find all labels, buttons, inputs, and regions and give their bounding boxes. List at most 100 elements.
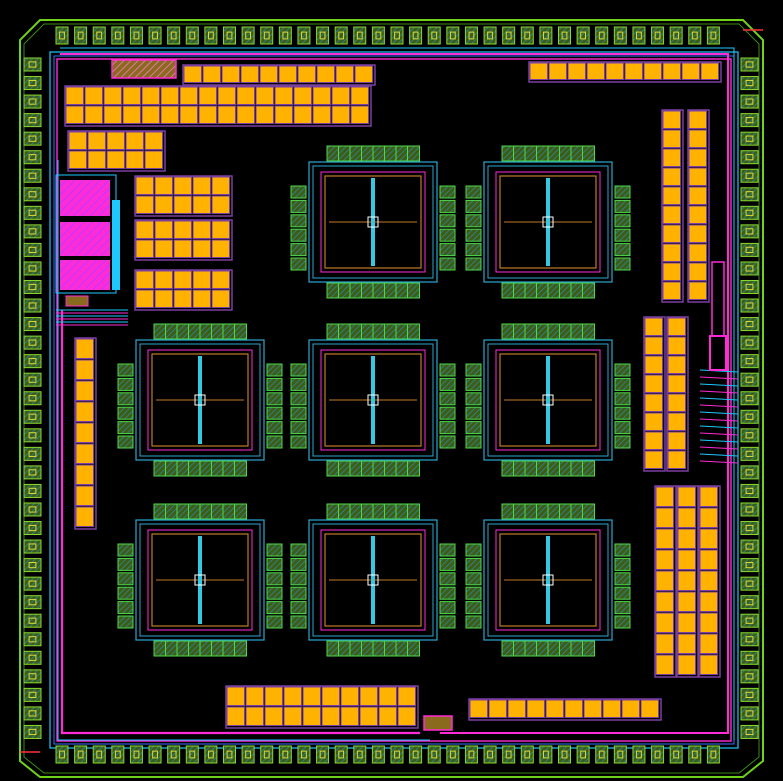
cell-port-bottom — [407, 460, 420, 477]
cell-port-right — [266, 406, 283, 420]
io-pad-body — [111, 745, 125, 764]
cell-port-right — [439, 557, 456, 571]
cell-port-left — [465, 572, 482, 586]
io-pad — [688, 745, 702, 764]
right-vertical-column-e — [654, 485, 677, 678]
io-pad — [740, 94, 759, 109]
metal-blocks — [64, 61, 722, 729]
misc-structures — [20, 29, 763, 753]
io-pad-body — [740, 650, 759, 665]
io-pad — [23, 428, 42, 443]
io-pad — [23, 94, 42, 109]
cell-port-bottom — [165, 460, 178, 477]
io-pad-core — [28, 691, 37, 698]
io-pad-body — [740, 576, 759, 591]
cell-port-top — [338, 323, 351, 340]
io-pad-body — [23, 650, 42, 665]
io-pad-body — [23, 76, 42, 91]
cell-port-right — [614, 406, 631, 420]
io-pad — [334, 26, 348, 45]
metal-block — [245, 686, 264, 706]
io-pad — [740, 205, 759, 220]
io-pad-body — [297, 26, 311, 45]
cell-port-top — [524, 503, 538, 520]
io-pad — [740, 465, 759, 480]
cell-port-bottom — [501, 640, 515, 657]
metal-block — [192, 289, 211, 308]
io-pad — [23, 613, 42, 628]
cell-port-bottom — [513, 282, 526, 299]
cell-port-top — [361, 145, 374, 162]
io-pad-body — [223, 26, 236, 45]
cell-port-top — [407, 503, 420, 520]
cell-center-via — [367, 574, 379, 586]
cell-ring-inner — [487, 165, 609, 279]
cell-port-top — [188, 323, 201, 340]
io-pad-core — [28, 283, 37, 291]
cell-port-right — [266, 377, 283, 391]
metal-block — [340, 706, 359, 726]
metal-block — [667, 317, 686, 336]
cell-port-bottom — [570, 460, 584, 477]
cell-center-via — [194, 394, 206, 406]
io-pad-body — [23, 113, 42, 128]
cell-ring-inner — [139, 343, 261, 457]
cell-port-left — [117, 586, 134, 600]
metal-block — [192, 176, 211, 195]
io-pad-core — [245, 31, 252, 40]
metal-block — [125, 131, 144, 150]
io-pad-body — [651, 26, 665, 45]
io-pad-body — [241, 745, 255, 764]
io-pad — [595, 26, 609, 45]
metal-block — [621, 699, 640, 718]
io-pad — [740, 131, 759, 146]
io-pad — [129, 26, 143, 45]
bottom-block-group — [225, 685, 419, 729]
io-pad — [740, 576, 759, 591]
metal-block — [179, 86, 198, 105]
io-pad-core — [114, 31, 121, 40]
metal-block — [154, 289, 173, 308]
cell-port-top — [188, 503, 201, 520]
io-pad-body — [706, 745, 720, 764]
io-pad — [740, 187, 759, 202]
io-pad — [576, 745, 590, 764]
cell-port-bottom — [513, 640, 526, 657]
io-pad — [23, 168, 42, 183]
io-pad-core — [561, 750, 568, 759]
io-pad — [740, 613, 759, 628]
io-pad — [260, 26, 274, 45]
metal-block — [667, 393, 686, 412]
io-pad-core — [28, 228, 37, 235]
metal-block — [677, 528, 696, 549]
cell-port-top — [570, 503, 584, 520]
cell-port-bottom — [395, 460, 409, 477]
io-pad — [111, 745, 125, 764]
io-pad-body — [23, 187, 42, 202]
metal-block — [331, 105, 350, 124]
cell-ring-inner — [487, 523, 609, 637]
io-pad-body — [129, 26, 143, 45]
metal-block — [75, 359, 94, 380]
io-pad — [185, 745, 199, 764]
io-pad — [23, 669, 42, 684]
io-pad — [539, 26, 553, 45]
io-pad — [316, 745, 330, 764]
io-pad-core — [189, 31, 196, 40]
io-pad-core — [28, 617, 37, 624]
io-pad-core — [28, 506, 37, 513]
io-pad-body — [23, 687, 42, 702]
io-pad-core — [617, 31, 624, 40]
cell-ring-inner — [312, 343, 434, 457]
io-pad-core — [745, 469, 754, 476]
cell-port-bottom — [524, 640, 538, 657]
cell-ring-inner — [312, 165, 434, 279]
bottom-right-block-row-frame — [468, 698, 662, 721]
io-pad-core — [28, 79, 37, 87]
io-pad — [23, 279, 42, 294]
cell-port-right — [439, 615, 456, 629]
io-pad-core — [505, 31, 512, 40]
io-pad-core — [691, 31, 698, 40]
io-pad — [427, 26, 441, 45]
cell-poly-ring — [495, 349, 601, 451]
